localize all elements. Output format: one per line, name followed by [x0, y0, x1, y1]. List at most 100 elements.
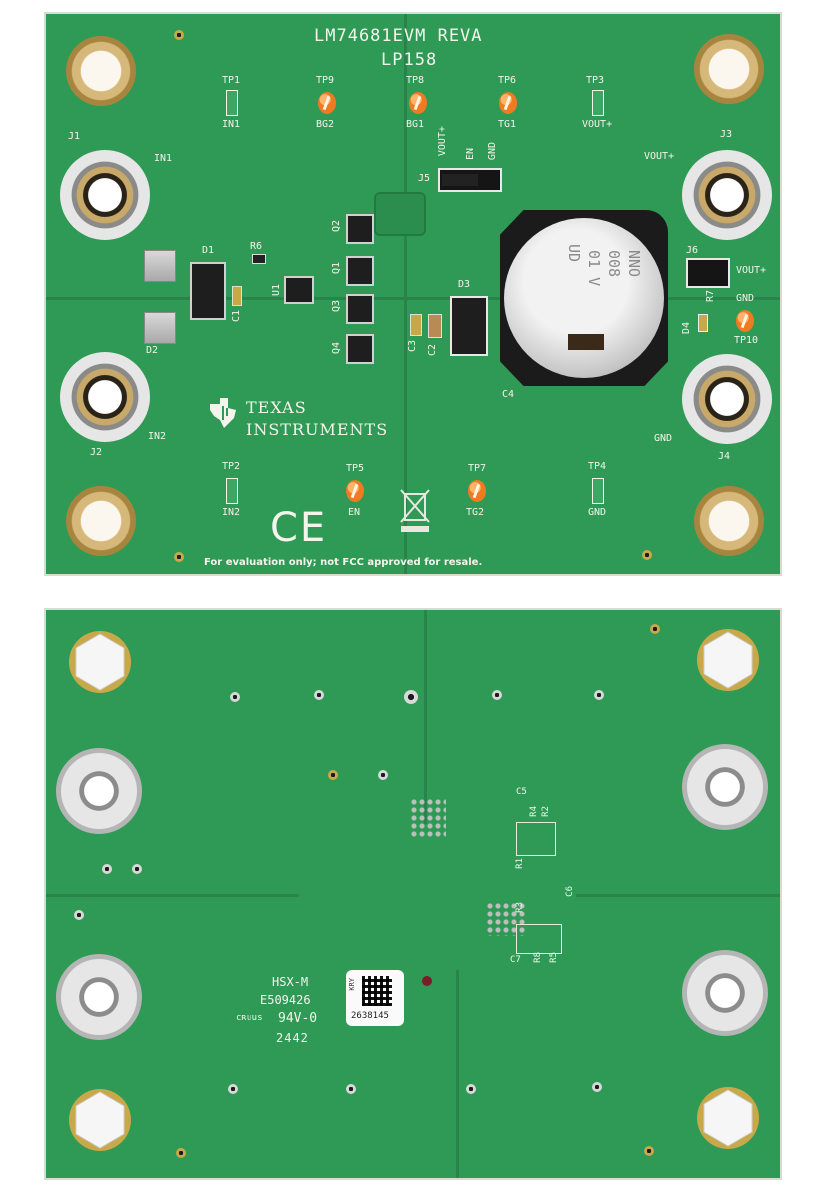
- via: [466, 1084, 476, 1094]
- d2-label: D2: [146, 345, 159, 356]
- capacitor-vent-label: [568, 334, 604, 350]
- c4-label: C4: [502, 389, 515, 400]
- hex-standoff: [68, 1088, 132, 1152]
- tp2-label: TP2: [222, 461, 241, 472]
- capacitor-c3: [410, 314, 422, 336]
- qr-label: KRY 2638145: [346, 970, 404, 1026]
- via: [492, 690, 502, 700]
- u1-label: U1: [271, 284, 282, 297]
- via: [314, 690, 324, 700]
- capacitor-marking: 01 V: [585, 250, 603, 287]
- j3-net-label: VOUT+: [644, 151, 675, 162]
- capacitor-c2: [428, 314, 442, 338]
- test-point-pin: [468, 480, 486, 502]
- via: [404, 690, 418, 704]
- capacitor-c1: [232, 286, 242, 306]
- fab-marking: E509426: [260, 993, 311, 1007]
- r6-label: R6: [250, 241, 263, 252]
- banana-jack-j2[interactable]: [60, 352, 150, 442]
- capacitor-marking: UD: [565, 244, 583, 263]
- tp9-net-label: BG2: [316, 119, 335, 130]
- diode-pad: [144, 312, 176, 344]
- mosfet-q2: [346, 214, 374, 244]
- via: [592, 1082, 602, 1092]
- copper-pour: [374, 192, 426, 236]
- copper-split: [576, 894, 780, 897]
- diode-d3: [450, 296, 488, 356]
- thermal-via-array: [486, 902, 526, 936]
- r2-label: R2: [541, 806, 551, 817]
- via: [174, 30, 184, 40]
- c6-label: C6: [565, 886, 575, 897]
- texas-state-icon: [206, 396, 240, 430]
- tp3-label: TP3: [586, 75, 605, 86]
- tp6-label: TP6: [498, 75, 517, 86]
- banana-jack-bottom[interactable]: [56, 748, 142, 834]
- mosfet-q4: [346, 334, 374, 364]
- qr-serial: 2638145: [351, 1011, 389, 1021]
- j1-net-label: IN1: [154, 153, 173, 164]
- r1-label: R1: [515, 858, 525, 869]
- banana-jack-bottom[interactable]: [56, 954, 142, 1040]
- ce-mark: CE: [270, 505, 328, 551]
- date-code: 2442: [276, 1031, 309, 1045]
- j4-label: J4: [718, 451, 731, 462]
- via: [328, 770, 338, 780]
- d1-label: D1: [202, 245, 215, 256]
- tp1-label: TP1: [222, 75, 241, 86]
- copper-split: [295, 893, 300, 898]
- via: [378, 770, 388, 780]
- tp4-net-label: GND: [588, 507, 607, 518]
- banana-jack-bottom[interactable]: [682, 744, 768, 830]
- tp10-label: TP10: [734, 335, 759, 346]
- mounting-hole: [694, 34, 764, 104]
- r4-label: R4: [529, 806, 539, 817]
- d3-label: D3: [458, 279, 471, 290]
- tp10-net-label: GND: [736, 293, 755, 304]
- j5-pin-label: GND: [487, 142, 498, 161]
- tp2-net-label: IN2: [222, 507, 241, 518]
- test-point-loop: [592, 478, 604, 504]
- c1-label: C1: [231, 310, 242, 323]
- thermal-via-array: [410, 798, 446, 838]
- mounting-hole: [66, 486, 136, 556]
- tp7-net-label: TG2: [466, 507, 485, 518]
- qr-text: KRY: [348, 978, 356, 991]
- jumper-shunt[interactable]: [442, 174, 478, 186]
- hex-standoff: [68, 630, 132, 694]
- via: [102, 864, 112, 874]
- test-point-pin: [346, 480, 364, 502]
- via: [228, 1084, 238, 1094]
- jumper-header-j6[interactable]: [686, 258, 730, 288]
- j3-label: J3: [720, 129, 733, 140]
- via: [650, 624, 660, 634]
- fiducial-dot: [422, 976, 432, 986]
- resistor-r6: [252, 254, 266, 264]
- via: [644, 1146, 654, 1156]
- test-point-pin: [736, 310, 754, 332]
- q3-label: Q3: [331, 300, 342, 313]
- via: [642, 550, 652, 560]
- c2-label: C2: [427, 344, 438, 357]
- banana-jack-j4[interactable]: [682, 354, 772, 444]
- r7-label: R7: [705, 290, 716, 303]
- ul-mark: cʀᴜus: [236, 1013, 263, 1023]
- banana-jack-j1[interactable]: [60, 150, 150, 240]
- banana-jack-bottom[interactable]: [682, 950, 768, 1036]
- q2-label: Q2: [331, 220, 342, 233]
- tp7-label: TP7: [468, 463, 487, 474]
- r3-label: R3: [515, 902, 525, 913]
- tp5-label: TP5: [346, 463, 365, 474]
- tp3-net-label: VOUT+: [582, 119, 613, 130]
- logo-text-line2: Instruments: [246, 420, 389, 439]
- j4-net-label: GND: [654, 433, 673, 444]
- via: [230, 692, 240, 702]
- test-point-pin: [318, 92, 336, 114]
- banana-jack-j3[interactable]: [682, 150, 772, 240]
- via: [176, 1148, 186, 1158]
- fab-marking: HSX-M: [272, 975, 309, 989]
- capacitor-marking: 008: [605, 250, 623, 278]
- c5-label: C5: [516, 787, 527, 797]
- via: [74, 910, 84, 920]
- board-subtitle: LP158: [381, 50, 438, 70]
